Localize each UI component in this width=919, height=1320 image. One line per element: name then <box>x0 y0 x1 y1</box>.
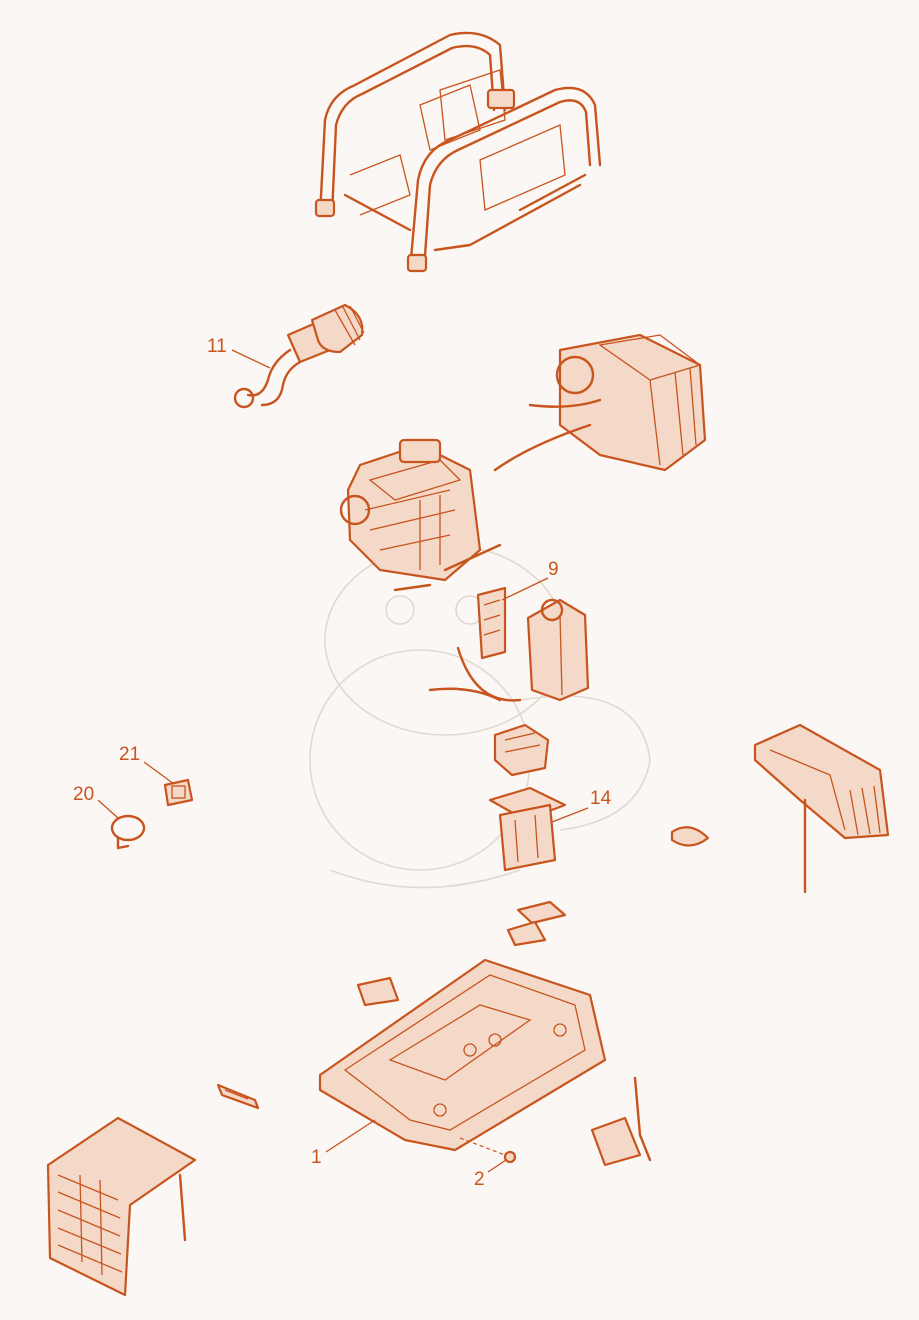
hinge-bracket-left <box>216 1083 260 1110</box>
lower-brackets <box>506 900 567 947</box>
part-14-control-module <box>488 786 567 872</box>
leader-14 <box>551 807 589 823</box>
part-21-plate <box>163 778 194 807</box>
callout-2: 2 <box>474 1169 485 1190</box>
part-20-clamp <box>110 814 146 850</box>
leader-11 <box>231 349 271 369</box>
mount-block <box>493 723 550 777</box>
part-2-screw <box>459 1137 517 1164</box>
part-11-intake-hose <box>233 303 365 409</box>
fuel-tank-assembly <box>493 333 707 472</box>
coolant-reservoir <box>526 598 590 702</box>
callout-1: 1 <box>311 1147 322 1168</box>
switch-assembly <box>590 1076 652 1167</box>
callout-9: 9 <box>548 559 559 580</box>
front-grille-cover <box>46 1116 197 1297</box>
leader-21 <box>143 761 175 785</box>
part-9-bracket <box>428 586 522 702</box>
leader-2 <box>487 1159 507 1173</box>
part-1-base-frame <box>318 958 607 1152</box>
callout-20: 20 <box>73 784 94 805</box>
callout-11: 11 <box>207 336 227 357</box>
engine-assembly <box>339 438 502 592</box>
right-side-cover <box>670 723 890 894</box>
callout-21: 21 <box>119 744 140 765</box>
leader-1 <box>325 1119 376 1153</box>
frame-assembly <box>314 31 602 273</box>
leader-9 <box>501 577 549 601</box>
leader-20 <box>97 799 119 819</box>
callout-14: 14 <box>590 788 612 809</box>
